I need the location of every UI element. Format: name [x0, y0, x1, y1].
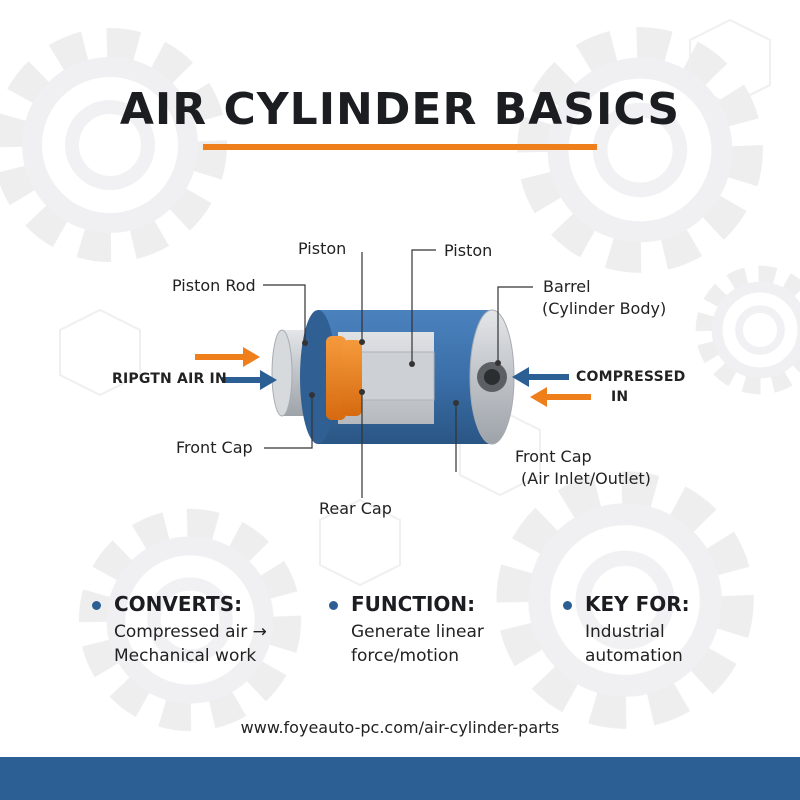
feature-line: Industrial [585, 622, 665, 642]
bullet-icon [329, 601, 338, 610]
barrel [300, 310, 490, 444]
feature-line: Generate linear [351, 622, 484, 642]
title-underline [203, 144, 597, 150]
feature-list: CONVERTS: Compressed air → Mechanical wo… [0, 590, 800, 680]
source-url: www.foyeauto-pc.com/air-cylinder-parts [240, 718, 560, 737]
arrow-left-blue-icon [512, 367, 569, 387]
footer-bar [0, 757, 800, 800]
label-front-cap-left: Front Cap [176, 438, 253, 457]
label-compressed: COMPRESSED [576, 369, 686, 385]
label-piston-rod: Piston Rod [172, 276, 256, 295]
rear-end-cap [452, 309, 515, 445]
feature-line: Mechanical work [114, 646, 257, 666]
arrow-right-blue-icon [222, 370, 277, 390]
feature-line: force/motion [351, 646, 460, 666]
feature-title: CONVERTS: [114, 592, 243, 616]
arrow-left-orange-icon [530, 387, 591, 407]
label-barrel: Barrel [543, 277, 591, 296]
feature-title: FUNCTION: [351, 592, 476, 616]
feature-line: automation [585, 646, 683, 666]
label-piston-top: Piston [298, 239, 347, 258]
label-air-in-left: RIPGTN AIR IN [112, 371, 227, 387]
bullet-icon [92, 601, 101, 610]
label-front-cap-right-sub: (Air Inlet/Outlet) [521, 469, 651, 488]
feature-line: Compressed air → [114, 622, 267, 642]
page-title: AIR CYLINDER BASICS [119, 84, 681, 135]
label-rear-cap: Rear Cap [319, 499, 392, 518]
label-compressed-in: IN [611, 389, 629, 405]
feature-title: KEY FOR: [585, 592, 690, 616]
bullet-icon [563, 601, 572, 610]
label-piston-right: Piston [444, 241, 493, 260]
arrow-right-orange-icon [195, 347, 260, 367]
label-barrel-sub: (Cylinder Body) [542, 299, 667, 318]
label-front-cap-right: Front Cap [515, 447, 592, 466]
